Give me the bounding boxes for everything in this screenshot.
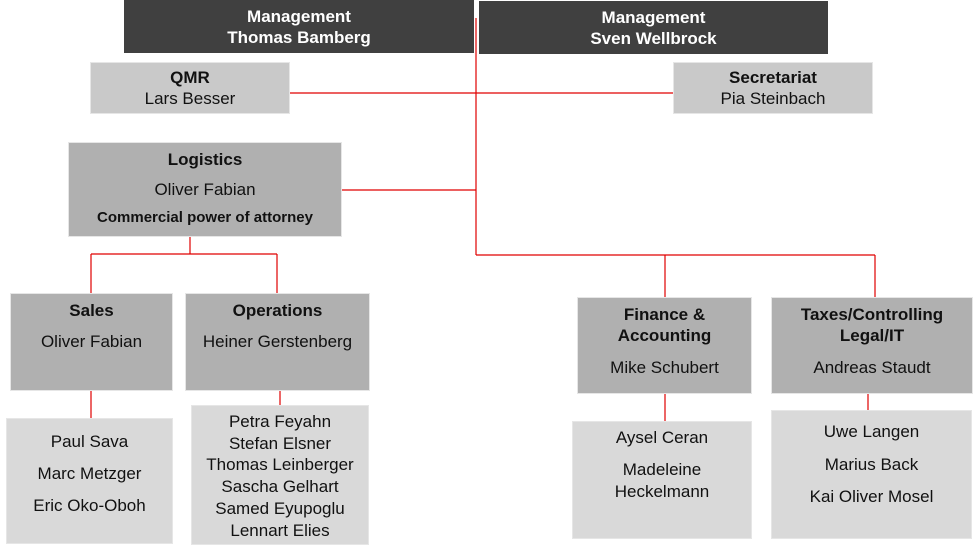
box-name: Oliver Fabian	[154, 180, 256, 199]
box-title: Accounting	[617, 326, 712, 345]
member: Heckelmann	[614, 482, 710, 501]
member: Aysel Ceran	[615, 428, 709, 447]
box-name: Pia Steinbach	[720, 89, 826, 108]
member: Thomas Leinberger	[206, 455, 354, 475]
finance-box: Finance & Accounting Mike Schubert	[577, 297, 752, 394]
sales-members: Paul Sava Marc Metzger Eric Oko-Oboh	[6, 418, 173, 544]
taxes-members: Uwe Langen Marius Back Kai Oliver Mosel	[771, 410, 972, 539]
box-name: Oliver Fabian	[40, 332, 143, 351]
qmr-box: QMR Lars Besser	[90, 62, 290, 114]
box-note: Commercial power of attorney	[97, 209, 313, 226]
box-title: Sales	[69, 301, 114, 320]
box-title: QMR	[170, 68, 210, 87]
member: Paul Sava	[50, 432, 129, 451]
box-title: Finance &	[623, 305, 706, 324]
member: Marc Metzger	[37, 464, 142, 483]
member: Marius Back	[824, 454, 919, 474]
member: Uwe Langen	[823, 422, 920, 441]
member: Sascha Gelhart	[221, 477, 339, 497]
member: Lennart Elies	[230, 520, 330, 540]
member: Kai Oliver Mosel	[809, 487, 934, 506]
taxes-box: Taxes/Controlling Legal/IT Andreas Staud…	[771, 297, 973, 394]
member: Eric Oko-Oboh	[33, 496, 146, 515]
member: Stefan Elsner	[228, 433, 332, 453]
box-name: Andreas Staudt	[813, 358, 931, 377]
finance-members: Aysel Ceran Madeleine Heckelmann	[572, 421, 752, 539]
box-name: Lars Besser	[144, 89, 236, 108]
logistics-box: Logistics Oliver Fabian Commercial power…	[68, 142, 342, 237]
operations-members: Petra Feyahn Stefan Elsner Thomas Leinbe…	[191, 405, 369, 545]
box-name: Thomas Bamberg	[227, 27, 371, 47]
box-title: Secretariat	[729, 68, 817, 87]
sales-box: Sales Oliver Fabian	[10, 293, 173, 391]
member: Petra Feyahn	[228, 412, 332, 431]
box-title: Management	[601, 7, 706, 27]
box-title: Taxes/Controlling	[800, 305, 944, 324]
operations-box: Operations Heiner Gerstenberg	[185, 293, 370, 391]
box-name: Mike Schubert	[610, 358, 719, 377]
member: Madeleine	[622, 460, 702, 479]
box-title: Logistics	[167, 150, 243, 169]
box-title: Management	[247, 6, 351, 26]
member: Samed Eyupoglu	[215, 498, 345, 518]
box-name: Sven Wellbrock	[590, 28, 717, 48]
secretariat-box: Secretariat Pia Steinbach	[673, 62, 873, 114]
management-box-wellbrock: Management Sven Wellbrock	[479, 1, 828, 54]
management-box-bamberg: Management Thomas Bamberg	[124, 0, 474, 53]
box-name: Heiner Gerstenberg	[202, 332, 353, 351]
box-title: Operations	[232, 301, 323, 320]
box-title: Legal/IT	[839, 326, 905, 345]
